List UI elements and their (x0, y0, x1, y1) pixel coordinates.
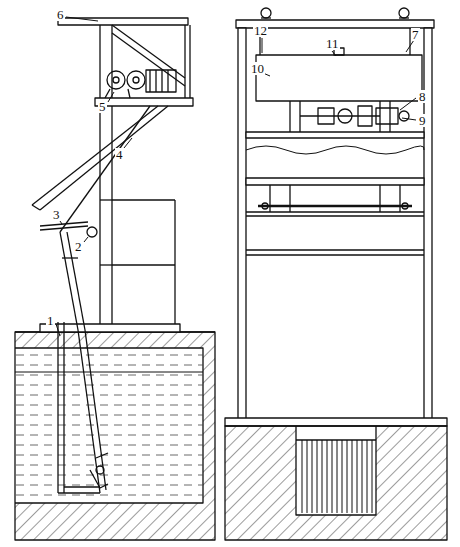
callout-number: 3 (52, 208, 61, 221)
screen-bar (367, 440, 368, 513)
drum-housing (256, 55, 422, 101)
screen-bar (362, 440, 363, 513)
callout-number: 4 (115, 148, 124, 161)
screen-bar (322, 440, 323, 513)
screen-bar (307, 440, 308, 513)
leader-lines (56, 17, 416, 336)
screen-bar (347, 440, 348, 513)
callout-number: 6 (56, 8, 65, 21)
screen-bar (317, 440, 318, 513)
callout-number: 1 (46, 314, 55, 327)
screen-bar (332, 440, 333, 513)
screen-bar (337, 440, 338, 513)
concrete-base (15, 332, 215, 540)
screen-bar (312, 440, 313, 513)
callout-number: 9 (418, 114, 427, 127)
water (15, 348, 203, 503)
screen-bar (357, 440, 358, 513)
callout-number: 5 (98, 100, 107, 113)
screen-bar (342, 440, 343, 513)
callout-number: 2 (74, 240, 83, 253)
callout-number: 7 (411, 28, 420, 41)
screen-bar (372, 440, 373, 513)
screen-bar (302, 440, 303, 513)
callout-number: 11 (325, 37, 340, 50)
screen-bar (352, 440, 353, 513)
callout-number: 8 (418, 90, 427, 103)
screen-bar (327, 440, 328, 513)
concrete-base (225, 426, 447, 540)
callout-number: 10 (250, 62, 265, 75)
callout-number: 12 (253, 24, 268, 37)
